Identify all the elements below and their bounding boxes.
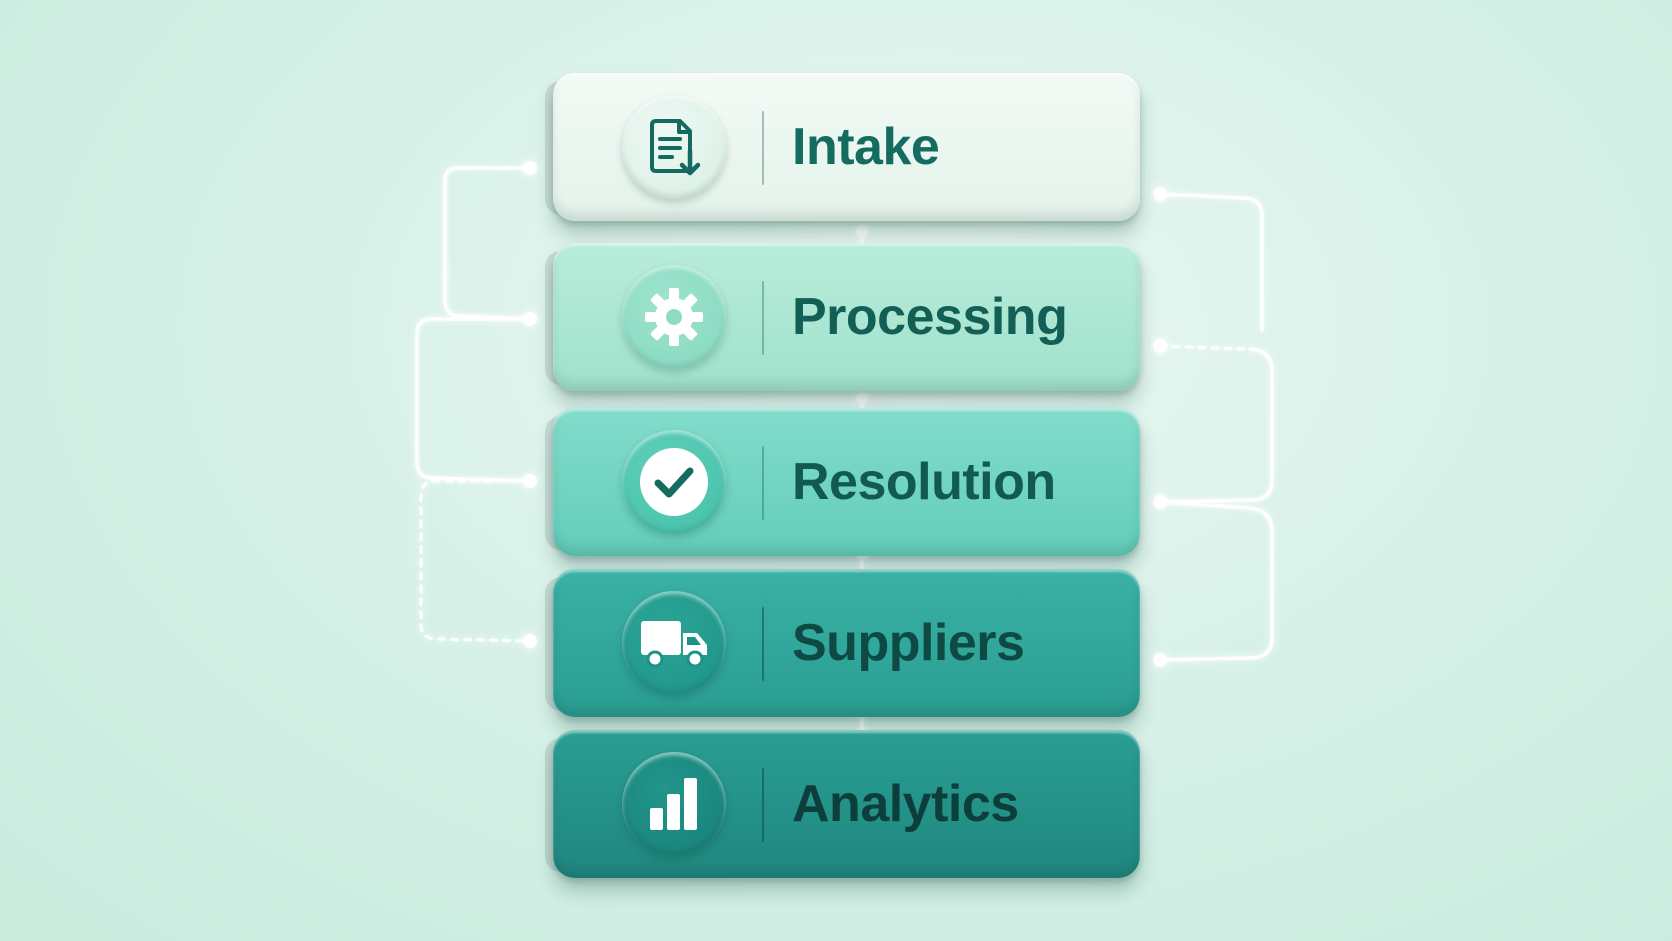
right-connector-2-dash — [1158, 344, 1252, 351]
step-label: Intake — [792, 118, 940, 176]
connector-dot — [856, 225, 868, 237]
step-analytics[interactable]: Analytics — [545, 730, 1140, 878]
step-suppliers[interactable]: Suppliers — [545, 569, 1140, 717]
step-label: Processing — [792, 288, 1068, 346]
divider — [762, 446, 764, 520]
gear-icon — [622, 265, 726, 369]
connector-dot — [1153, 653, 1167, 667]
left-connector-1 — [443, 166, 532, 321]
right-connector-2 — [1158, 347, 1274, 504]
checkmark-circle-icon — [622, 430, 726, 534]
divider — [762, 768, 764, 842]
connector-dot — [523, 312, 537, 326]
step-label: Suppliers — [792, 614, 1025, 672]
left-connector-2 — [415, 317, 532, 483]
divider — [762, 111, 764, 185]
step-label: Resolution — [792, 453, 1056, 511]
connector-dot — [1153, 187, 1167, 201]
right-connector-1 — [1158, 192, 1264, 332]
connector-dot — [1153, 495, 1167, 509]
right-connector-3 — [1158, 500, 1274, 662]
connector-dot — [523, 634, 537, 648]
step-resolution[interactable]: Resolution — [545, 408, 1140, 556]
step-processing[interactable]: Processing — [545, 243, 1140, 391]
divider — [762, 281, 764, 355]
left-connector-3 — [419, 479, 532, 643]
step-label: Analytics — [792, 775, 1019, 833]
connector-dot — [1153, 339, 1167, 353]
truck-icon — [622, 591, 726, 695]
connector-dot — [523, 474, 537, 488]
document-download-icon — [622, 95, 726, 199]
divider — [762, 607, 764, 681]
bar-chart-icon — [622, 752, 726, 856]
step-intake[interactable]: Intake — [545, 73, 1140, 221]
connector-dot — [856, 392, 868, 404]
connector-dot — [523, 161, 537, 175]
